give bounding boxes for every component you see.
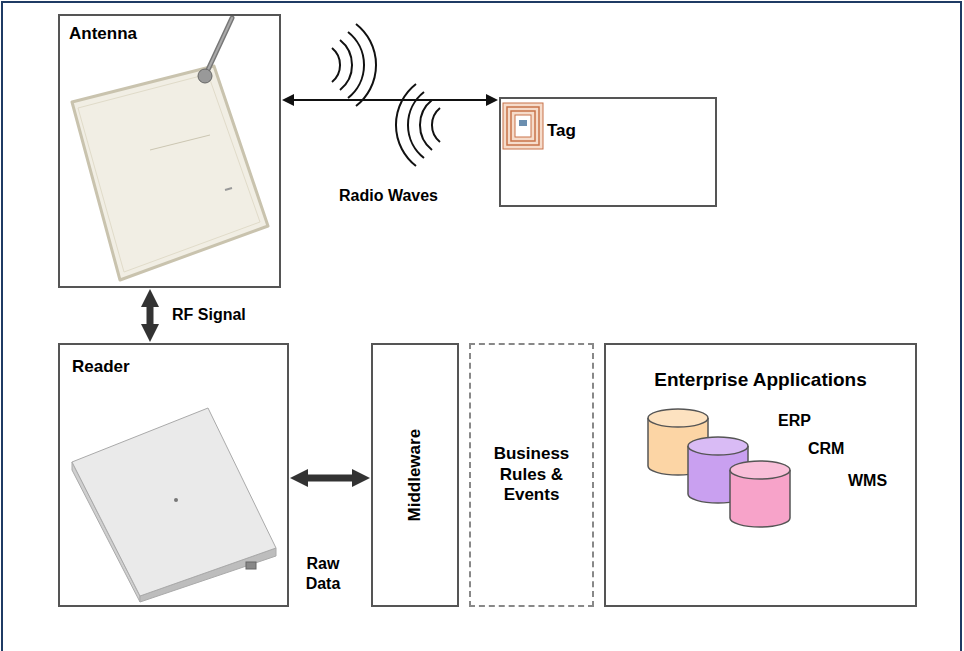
database-label: CRM [808,439,844,459]
tag-picture [503,103,543,149]
antenna-box: Antenna [58,14,281,288]
antenna-picture [72,18,268,280]
node-title: Reader [72,357,287,377]
database-cylinders [648,409,790,527]
reader-box: Reader [58,343,289,607]
node-title: Middleware [405,429,425,522]
radio-waves [332,24,440,166]
connector-label: Radio Waves [306,186,471,206]
node-title: Business Rules & Events [494,444,570,505]
double-arrow [147,306,154,325]
tag-box: Tag [499,97,717,207]
middleware-box: Middleware [371,343,459,607]
connector-label: Raw Data [292,554,354,594]
rules-box: Business Rules & Events [469,343,594,607]
database-label: ERP [778,411,811,431]
double-arrow [293,99,487,101]
database-label: WMS [848,471,887,491]
node-title: Enterprise Applications [606,369,915,392]
reader-picture [72,408,276,602]
node-title: Tag [547,121,715,141]
connector-label: RF Signal [172,305,272,325]
node-title: Antenna [69,24,279,44]
double-arrow [307,475,353,482]
